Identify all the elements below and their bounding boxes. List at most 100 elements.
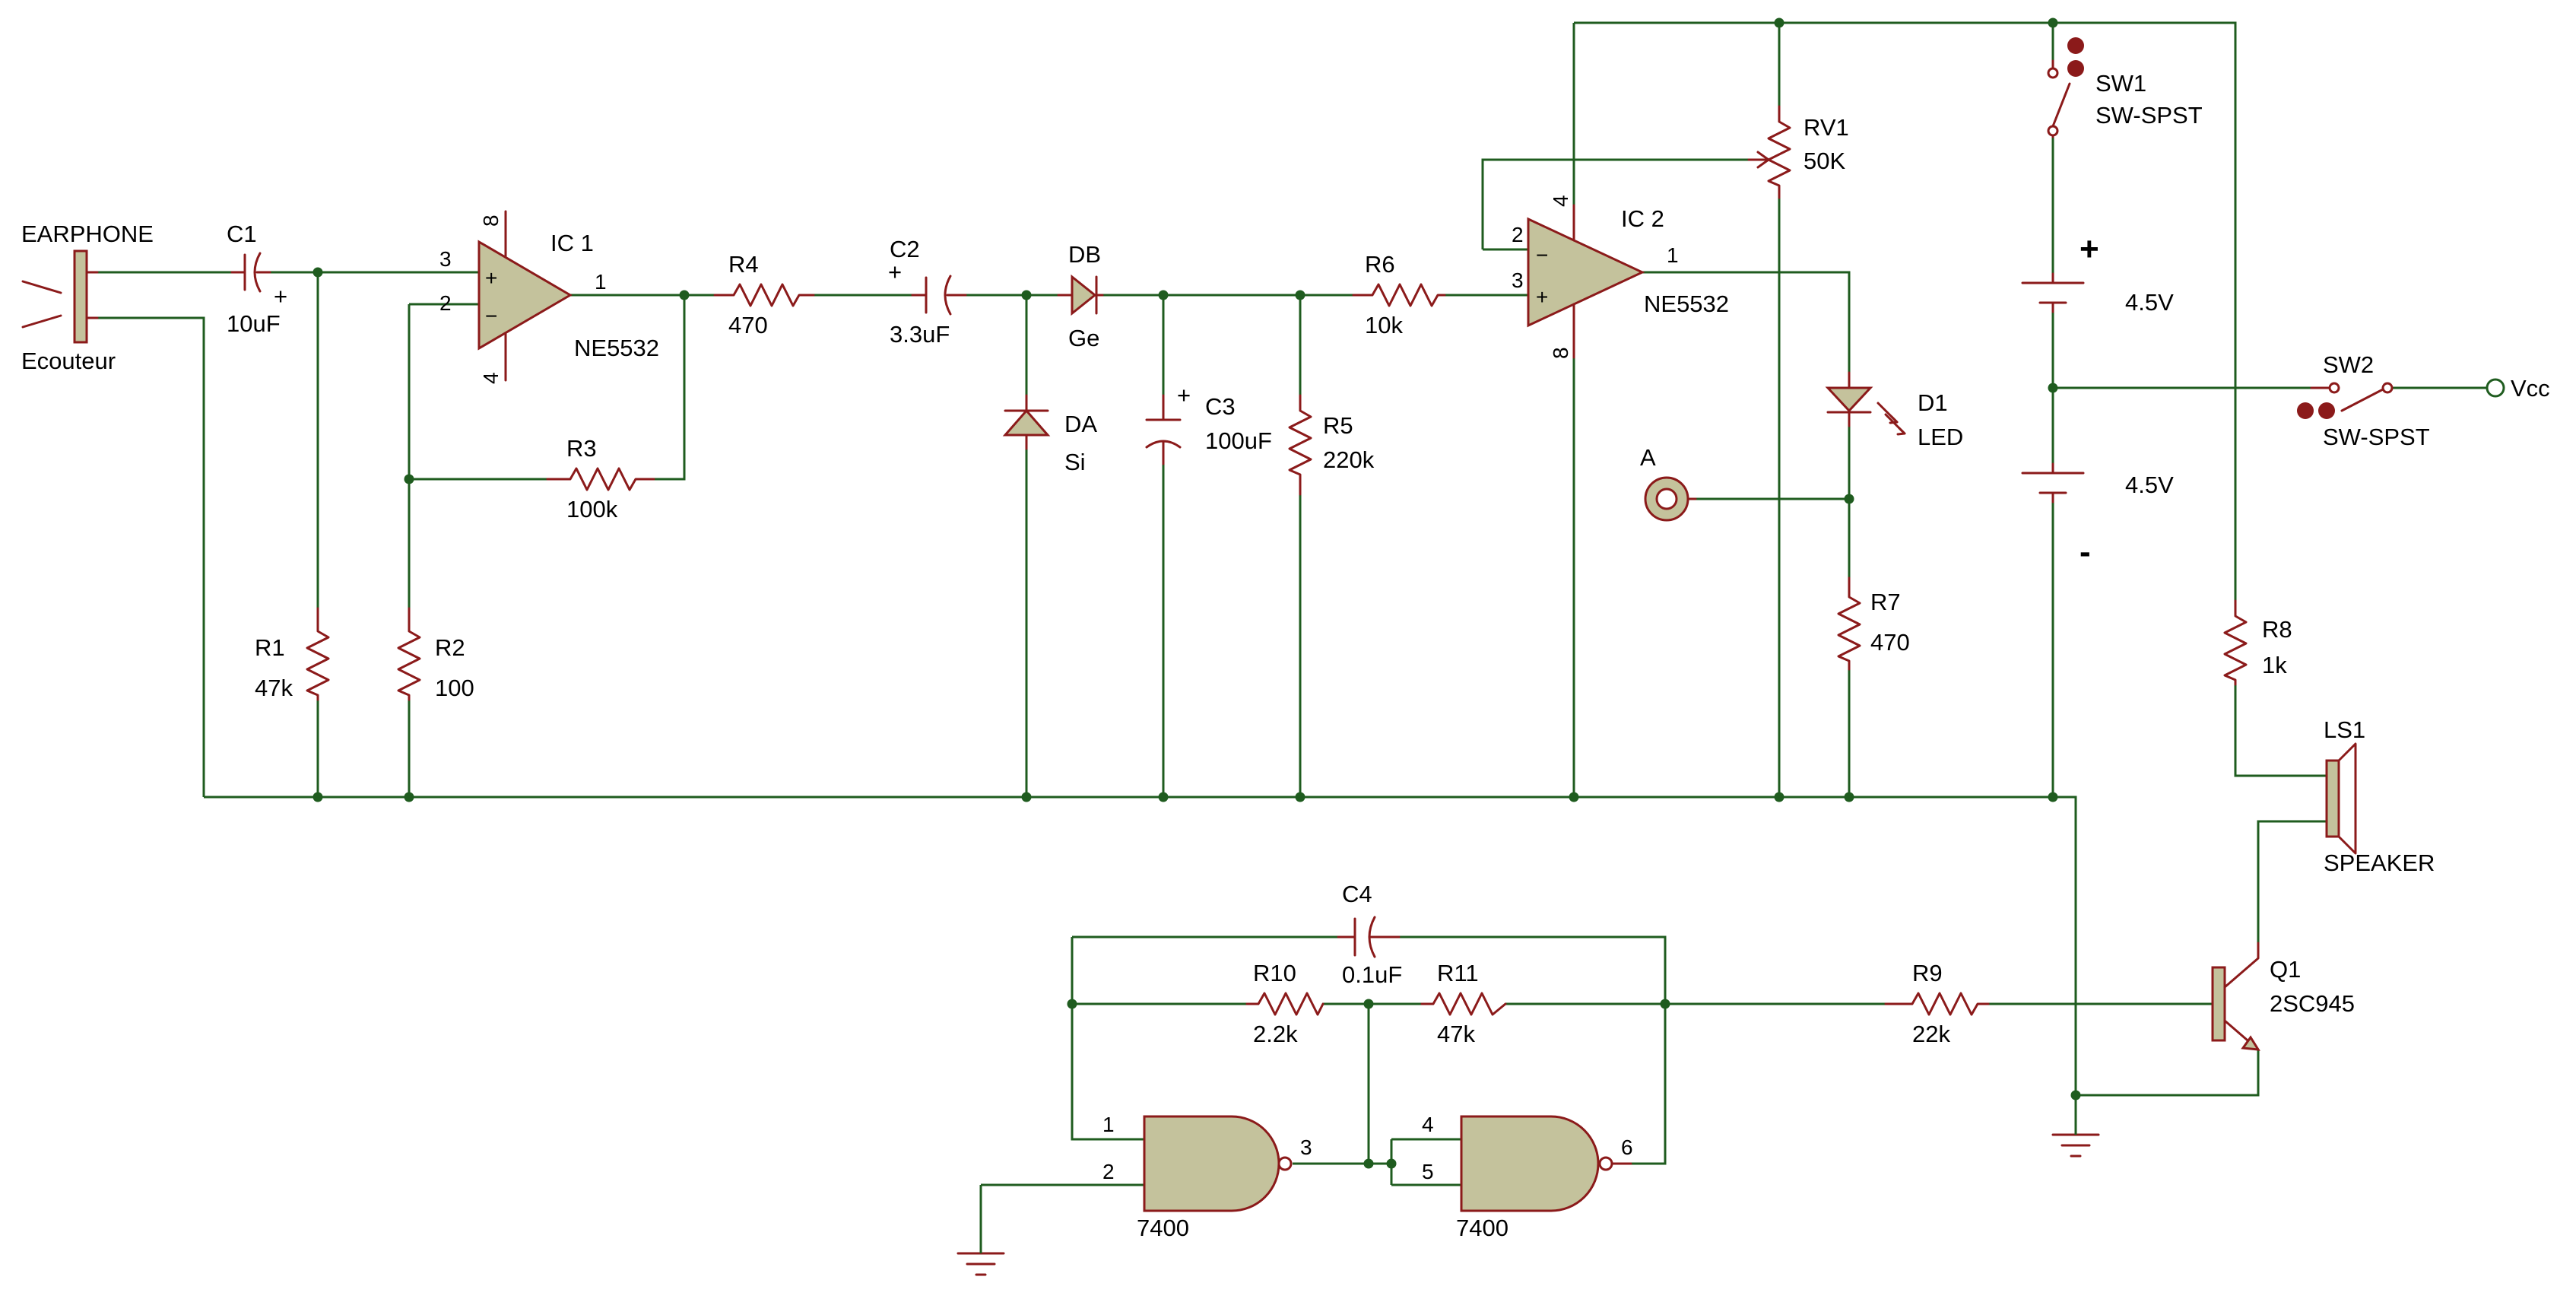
d1-ref: D1 <box>1918 389 1948 416</box>
c3-value: 100uF <box>1205 427 1272 454</box>
c1-plus: + <box>274 283 287 310</box>
c4-value: 0.1uF <box>1342 961 1402 988</box>
ic1-value: NE5532 <box>574 335 659 361</box>
ic2-pin4: 4 <box>1549 195 1572 207</box>
sw1-ref: SW1 <box>2095 70 2146 97</box>
c3-plus: + <box>1177 382 1191 408</box>
battery-bottom <box>2021 462 2085 503</box>
r11-value: 47k <box>1437 1021 1475 1047</box>
sw2-ref: SW2 <box>2323 351 2374 378</box>
r10-value: 2.2k <box>1253 1021 1298 1047</box>
capacitor-c1 <box>230 252 271 293</box>
ls1-ref: LS1 <box>2324 716 2365 743</box>
u1-value: 7400 <box>1137 1215 1189 1241</box>
r7-ref: R7 <box>1870 589 1901 615</box>
ic2-pin2: 2 <box>1512 223 1524 246</box>
switch-sw2 <box>2297 382 2394 419</box>
resistor-r11 <box>1420 992 1507 1016</box>
test-point-a <box>1644 476 1697 522</box>
earphone-ref: EARPHONE <box>21 221 154 247</box>
resistor-r10 <box>1245 992 1324 1016</box>
battery-top-value: 4.5V <box>2125 289 2174 316</box>
r5-value: 220k <box>1323 446 1375 473</box>
ic1-pin4: 4 <box>479 372 503 384</box>
led-d1 <box>1825 371 1906 436</box>
r1-value: 47k <box>255 675 293 701</box>
c2-ref: C2 <box>890 236 920 262</box>
test-point-label: A <box>1640 444 1656 471</box>
ground-symbol-left <box>956 1247 1005 1276</box>
resistor-r9 <box>1884 992 1990 1016</box>
ic2-ref: IC 2 <box>1621 205 1664 232</box>
switch-sw1 <box>2047 37 2084 138</box>
ic1-pin3: 3 <box>439 247 452 271</box>
u1-pin2: 2 <box>1102 1160 1115 1183</box>
capacitor-c4 <box>1337 916 1401 958</box>
battery-bottom-value: 4.5V <box>2125 472 2174 498</box>
r10-ref: R10 <box>1253 960 1296 986</box>
opamp-ic2 <box>1527 204 1645 359</box>
diode-da <box>1002 394 1051 450</box>
earphone-value: Ecouteur <box>21 348 116 374</box>
ic2-value: NE5532 <box>1644 291 1729 317</box>
da-value: Si <box>1064 449 1086 475</box>
c2-value: 3.3uF <box>890 321 950 348</box>
transistor-q1 <box>2211 942 2260 1051</box>
r6-ref: R6 <box>1365 251 1395 278</box>
r3-value: 100k <box>566 496 618 522</box>
ic1-pin1: 1 <box>595 270 607 294</box>
ic1-ref: IC 1 <box>550 230 594 256</box>
u2-value: 7400 <box>1456 1215 1508 1241</box>
capacitor-c3 <box>1145 394 1182 465</box>
r9-ref: R9 <box>1912 960 1943 986</box>
resistor-r4 <box>713 283 815 307</box>
u1-pin1: 1 <box>1102 1113 1115 1136</box>
sw2-value: SW-SPST <box>2323 424 2430 450</box>
earphone <box>21 249 99 344</box>
resistor-r5 <box>1288 394 1312 496</box>
r8-ref: R8 <box>2262 616 2292 643</box>
nand-gate-1 <box>1143 1115 1293 1212</box>
ic1-pin8: 8 <box>479 214 503 227</box>
ic2-pin1: 1 <box>1667 243 1679 267</box>
q1-ref: Q1 <box>2270 956 2301 983</box>
resistor-r6 <box>1352 283 1446 307</box>
rv1-value: 50K <box>1804 148 1845 174</box>
battery-plus-sign: + <box>2080 230 2099 268</box>
sw1-value: SW-SPST <box>2095 102 2203 129</box>
ic2-minus-sign: − <box>1536 243 1548 267</box>
db-ref: DB <box>1068 241 1101 268</box>
speaker-ls1 <box>2325 742 2357 855</box>
junction-dots <box>312 17 2081 1169</box>
d1-value: LED <box>1918 424 1963 450</box>
ic1-minus-sign: − <box>485 304 497 328</box>
da-ref: DA <box>1064 411 1097 437</box>
r3-ref: R3 <box>566 435 597 462</box>
resistor-r7 <box>1837 576 1861 671</box>
r1-ref: R1 <box>255 634 285 661</box>
c2-plus: + <box>888 259 902 285</box>
r9-value: 22k <box>1912 1021 1950 1047</box>
u2-pin4: 4 <box>1422 1113 1434 1136</box>
r5-ref: R5 <box>1323 412 1353 439</box>
nand-gate-2 <box>1460 1115 1632 1212</box>
resistor-r3 <box>546 467 655 491</box>
potentiometer-rv1 <box>1747 105 1791 199</box>
ic2-pin8: 8 <box>1549 347 1572 359</box>
u2-pin5: 5 <box>1422 1160 1434 1183</box>
c4-ref: C4 <box>1342 881 1372 907</box>
db-value: Ge <box>1068 325 1099 351</box>
vcc-terminal <box>2486 378 2505 398</box>
c1-value: 10uF <box>227 310 281 337</box>
ic1-plus-sign: + <box>485 266 497 290</box>
r2-ref: R2 <box>435 634 465 661</box>
rv1-ref: RV1 <box>1804 114 1849 141</box>
ground-symbol-right <box>2051 1095 2100 1158</box>
c1-ref: C1 <box>227 221 257 247</box>
q1-value: 2SC945 <box>2270 990 2355 1017</box>
resistor-r8 <box>2223 599 2248 686</box>
r11-ref: R11 <box>1437 960 1479 986</box>
wires <box>97 21 2486 1247</box>
capacitor-c2 <box>911 275 967 316</box>
